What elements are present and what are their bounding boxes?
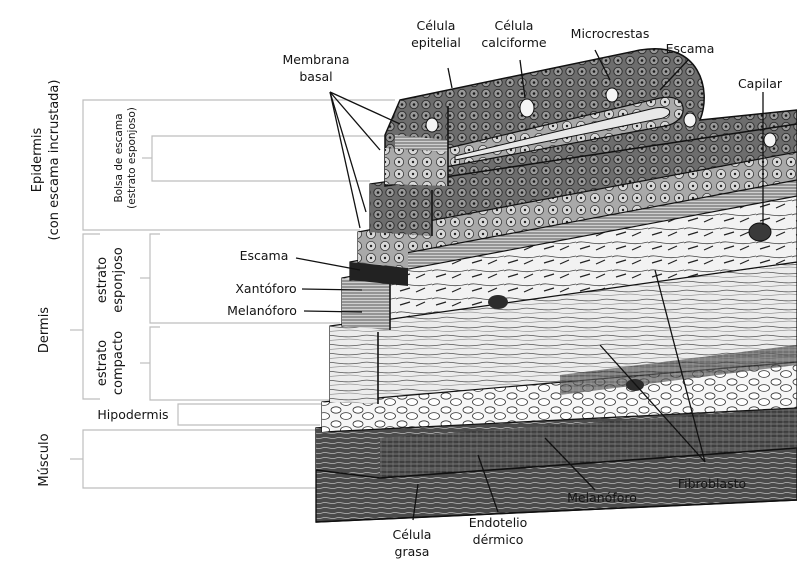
celula-calciforme-sublabel: calciforme	[481, 35, 546, 50]
musculo-label: Músculo	[37, 433, 52, 486]
celula-grasa-sublabel: grasa	[395, 544, 430, 559]
side-labels: Epidermis (con escama incrustada) Bolsa …	[30, 80, 138, 487]
epidermis-sublabel: (con escama incrustada)	[47, 80, 62, 241]
celula-epitelial-label: Célula	[417, 18, 456, 33]
celula-epitelial-sublabel: epitelial	[411, 35, 461, 50]
membrana-basal-label: Membrana	[283, 52, 350, 67]
microcrestas-label: Microcrestas	[571, 26, 650, 41]
melanoforo-bottom-label: Melanóforo	[567, 490, 637, 505]
bolsa-escama-sublabel: (estrato esponjoso)	[126, 107, 138, 209]
escama-left-label: Escama	[240, 248, 289, 263]
xantoforo-label: Xantóforo	[235, 281, 296, 296]
estrato-esponjoso-label: estrato	[95, 257, 110, 303]
escama-top-label: Escama	[666, 41, 715, 56]
estrato-compacto-label: estrato	[95, 340, 110, 386]
membrana-basal-sublabel: basal	[299, 69, 332, 84]
fibroblasto-label: Fibroblasto	[678, 476, 746, 491]
estrato-esponjoso-sublabel: esponjoso	[111, 247, 126, 313]
hipodermis-label: Hipodermis	[97, 407, 168, 422]
bolsa-escama-label: Bolsa de escama	[113, 113, 125, 202]
endotelio-dermico-label: Endotelio	[469, 515, 528, 530]
melanoforo-left-label: Melanóforo	[227, 303, 297, 318]
epidermis-label: Epidermis	[30, 128, 45, 193]
endotelio-dermico-sublabel: dérmico	[473, 532, 524, 547]
estrato-compacto-sublabel: compacto	[111, 331, 126, 395]
celula-grasa-label: Célula	[393, 527, 432, 542]
dermis-label: Dermis	[37, 307, 52, 353]
celula-calciforme-label: Célula	[495, 18, 534, 33]
capilar-label: Capilar	[738, 76, 783, 91]
